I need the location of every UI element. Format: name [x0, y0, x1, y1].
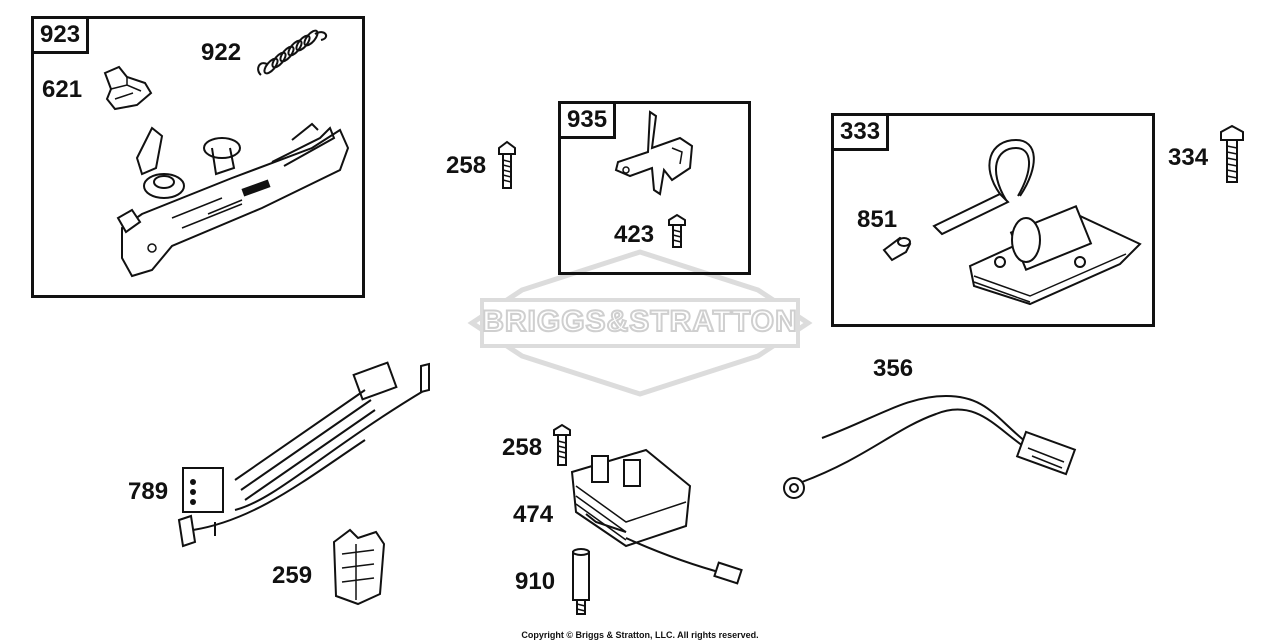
screw-334-drawing — [1218, 124, 1246, 186]
spring-922-drawing — [255, 30, 335, 85]
screw-423-drawing — [667, 214, 687, 250]
part-tag-923: 923 — [31, 16, 90, 54]
part-label-789: 789 — [128, 478, 169, 505]
standoff-910-drawing — [568, 548, 594, 618]
part-label-258-bottom: 258 — [502, 434, 543, 461]
part-label-922: 922 — [201, 39, 242, 66]
bracket-935-drawing — [610, 108, 700, 198]
clip-621-drawing — [97, 63, 157, 113]
clip-259-drawing — [328, 524, 388, 606]
part-label-356: 356 — [873, 355, 914, 382]
part-label-258-top: 258 — [446, 152, 487, 179]
part-label-910: 910 — [515, 568, 556, 595]
part-box-935: 935 — [558, 101, 751, 275]
part-box-923: 923 — [31, 16, 365, 298]
module-474-drawing — [566, 446, 751, 596]
connector-851-drawing — [880, 230, 914, 264]
coil-333-drawing — [930, 136, 1145, 306]
part-label-334: 334 — [1168, 144, 1209, 171]
briggs-stratton-watermark — [468, 248, 812, 398]
part-label-621: 621 — [42, 76, 83, 103]
part-box-333: 333 — [831, 113, 1155, 327]
part-tag-333: 333 — [831, 113, 890, 151]
copyright-footer: Copyright © Briggs & Stratton, LLC. All … — [521, 630, 759, 640]
screw-258-bottom-drawing — [552, 424, 572, 468]
watermark-text: BRIGGS&STRATTON — [481, 304, 798, 339]
part-tag-935: 935 — [558, 101, 617, 139]
screw-258-top-drawing — [496, 140, 518, 192]
part-label-474: 474 — [513, 501, 554, 528]
harness-789-drawing — [175, 360, 435, 550]
part-label-423: 423 — [614, 221, 655, 248]
part-label-851: 851 — [857, 206, 898, 233]
part-label-259: 259 — [272, 562, 313, 589]
bracket-923-drawing — [112, 118, 352, 280]
wire-356-drawing — [776, 388, 1081, 503]
